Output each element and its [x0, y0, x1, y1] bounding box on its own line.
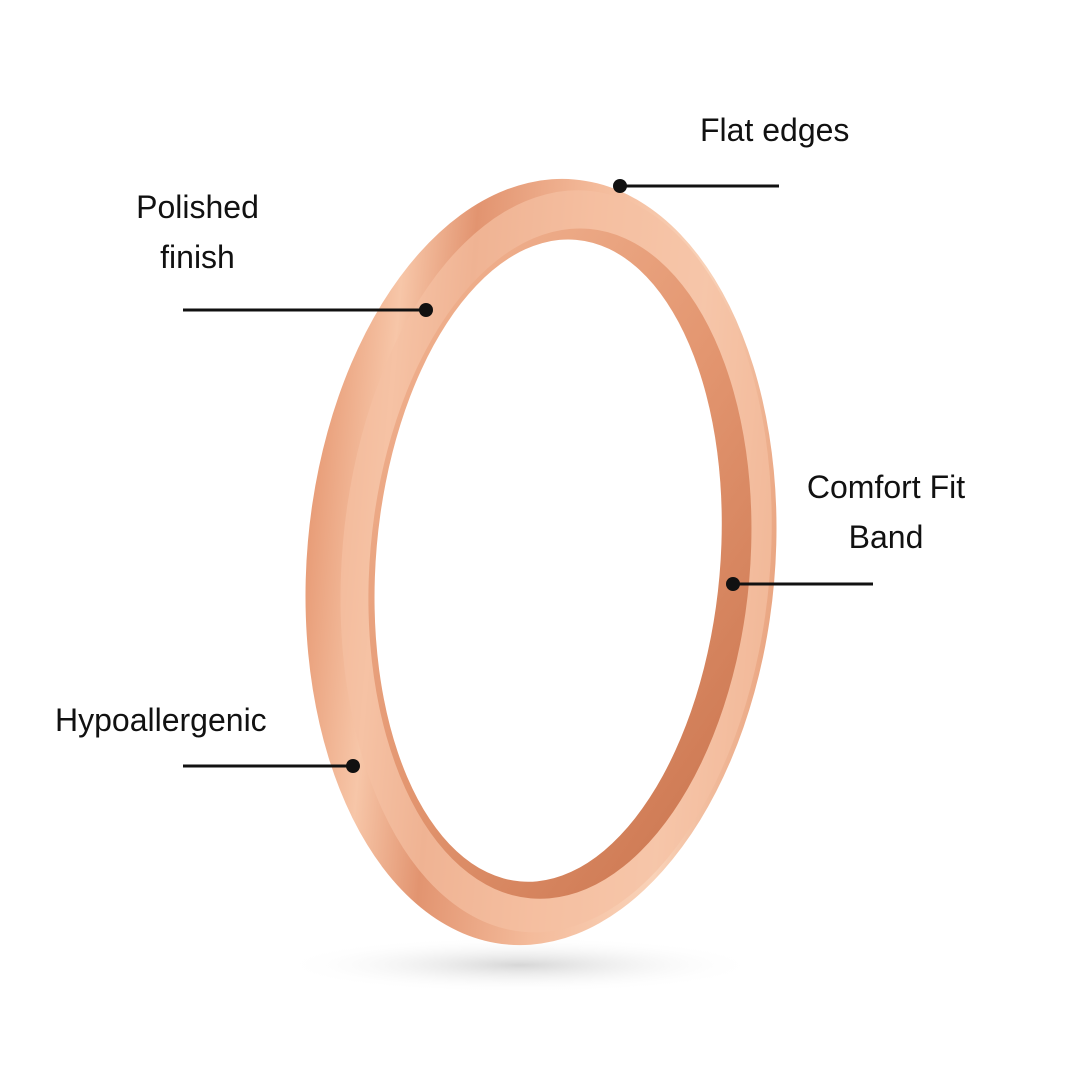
- comfort-fit-dot: [726, 577, 740, 591]
- label-polished-line1: Polished: [136, 189, 259, 225]
- ring-hole: [374, 239, 722, 882]
- label-comfort-line2: Band: [848, 519, 924, 555]
- polished-finish-dot: [419, 303, 433, 317]
- label-flat-edges: Flat edges: [700, 112, 850, 148]
- label-polished-line2: finish: [160, 239, 235, 275]
- flat-edges-dot: [613, 179, 627, 193]
- label-comfort-fit-band: Comfort Fit Band: [796, 462, 976, 562]
- hypoallergenic-dot: [346, 759, 360, 773]
- label-hypoallergenic: Hypoallergenic: [55, 702, 267, 738]
- ring-shadow: [280, 937, 760, 993]
- label-comfort-line1: Comfort Fit: [806, 469, 966, 505]
- label-polished-finish: Polished finish: [110, 182, 285, 282]
